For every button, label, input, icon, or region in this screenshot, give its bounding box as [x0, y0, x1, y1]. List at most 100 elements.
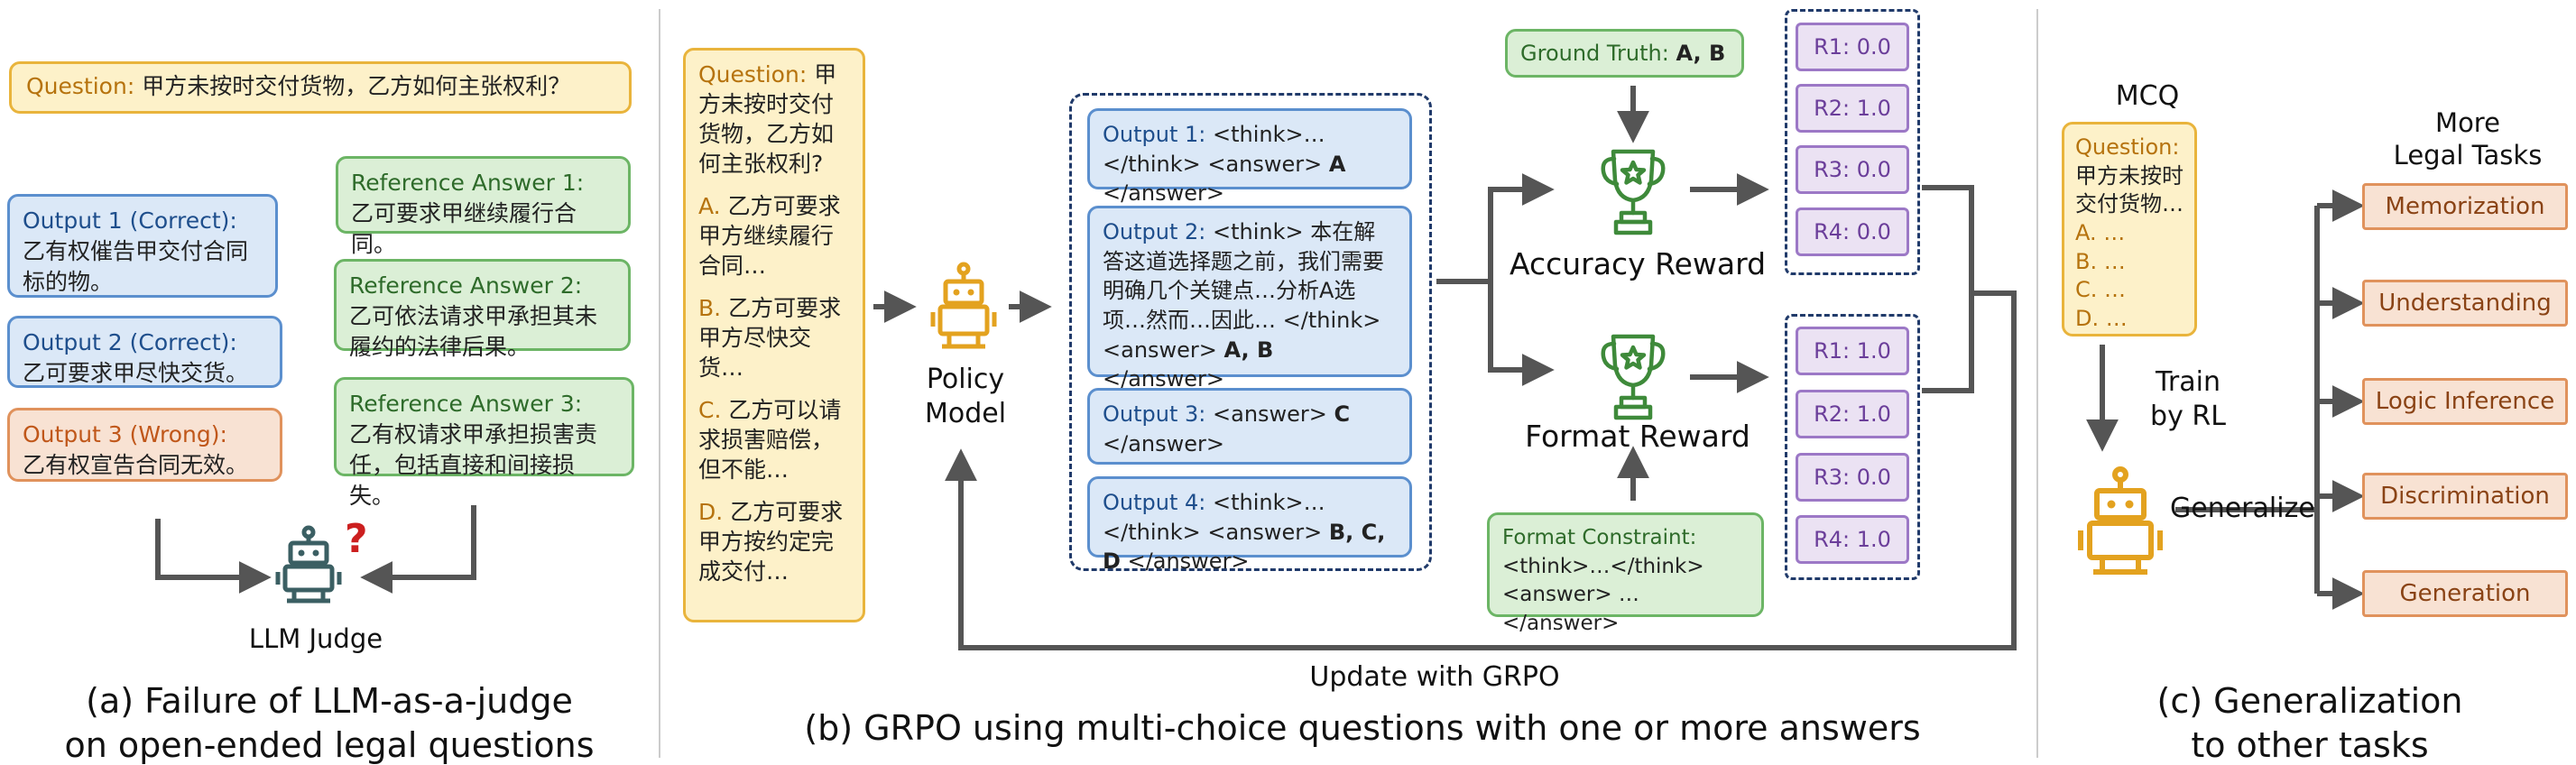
output-text: <think>…</think> <answer>: [1103, 122, 1329, 177]
reference-text: 乙可依法请求甲承担其未履约的法律后果。: [349, 303, 598, 360]
generalized-robot-icon: [2078, 466, 2163, 575]
question-text: 甲方未按时交付货物，乙方如何主张权利？: [142, 73, 571, 99]
accuracy-reward-3: R3: 0.0: [1796, 145, 1909, 194]
output-label: Output 4:: [1103, 490, 1206, 515]
accuracy-reward-label: Accuracy Reward: [1509, 246, 1767, 281]
format-constraint-label: Format Constraint:: [1502, 526, 1697, 549]
more-tasks-title: More Legal Tasks: [2364, 106, 2571, 172]
accuracy-reward-2: R2: 1.0: [1796, 84, 1909, 133]
question-text: 甲方未按时交付货物…: [2075, 162, 2184, 217]
mcq-title: MCQ: [2115, 80, 2180, 112]
question-box: Question: 甲方未按时交付货物，乙方如何主张权利？: [9, 61, 632, 114]
question-label: Question:: [2075, 134, 2180, 160]
reward-value: R4: 1.0: [1814, 526, 1891, 552]
output-answer: A: [1328, 151, 1346, 177]
reference-label: Reference Answer 2:: [349, 272, 583, 299]
policy-robot-icon: [930, 262, 997, 349]
format-constraint-text: <think>…</think> <answer> … </answer>: [1502, 554, 1704, 636]
caption-a-line2: on open-ended legal questions: [64, 725, 595, 765]
question-label: Question:: [26, 73, 135, 99]
format-reward-4: R4: 1.0: [1796, 515, 1909, 564]
output-text: <answer>: [1213, 401, 1334, 427]
output-label: Output 3:: [1103, 401, 1206, 427]
output-box-2: Output 2 (Correct): 乙可要求甲尽快交货。: [7, 316, 282, 388]
format-constraint-box: Format Constraint: <think>…</think> <ans…: [1487, 512, 1764, 635]
output-text-end: </answer>: [1103, 180, 1224, 207]
tasks-title-line1: More: [2435, 107, 2500, 138]
accuracy-reward-4: R4: 0.0: [1796, 207, 1909, 256]
reward-value: R2: 1.0: [1814, 95, 1891, 121]
robot-judge-icon: [275, 525, 342, 604]
output-text-end: </answer>: [1103, 430, 1224, 456]
update-grpo-label: Update with GRPO: [1309, 661, 1560, 693]
option: A. …: [2075, 220, 2126, 246]
output-label: Output 1:: [1103, 122, 1206, 147]
mcq-question-box: Question: 甲方未按时交付货物，乙方如何主张权利? A. 乙方可要求甲方…: [683, 48, 865, 622]
task-memorization: Memorization: [2362, 183, 2568, 230]
panel-divider: [659, 9, 660, 758]
reward-value: R4: 0.0: [1814, 218, 1891, 244]
output-label: Output 2 (Correct):: [23, 329, 237, 355]
output-label: Output 3 (Wrong):: [23, 421, 227, 447]
caption-c-line1: (c) Generalization: [2156, 681, 2463, 721]
output-text: <think>…</think> <answer>: [1103, 490, 1329, 545]
reference-box-2: Reference Answer 2: 乙可依法请求甲承担其未履约的法律后果。: [334, 259, 631, 360]
reference-label: Reference Answer 3:: [349, 391, 583, 417]
ground-truth-label: Ground Truth:: [1520, 41, 1669, 66]
output-label: Output 2:: [1103, 219, 1206, 244]
reward-value: R3: 0.0: [1814, 156, 1891, 182]
option: B. …: [2075, 248, 2126, 274]
option: C. …: [2075, 277, 2127, 303]
output-answer: C: [1334, 401, 1351, 427]
reward-value: R2: 1.0: [1814, 401, 1891, 427]
train-label: Train by RL: [2129, 365, 2247, 433]
caption-b: (b) GRPO using multi-choice questions wi…: [804, 708, 1921, 748]
output-label: Output 1 (Correct):: [23, 207, 237, 234]
option-letter: D.: [698, 499, 724, 525]
option-text: 乙方可要求甲方继续履行合同…: [698, 193, 841, 279]
task-generation: Generation: [2362, 570, 2568, 617]
output-text: 乙有权宣告合同无效。: [23, 452, 249, 478]
rollout-output-1: Output 1: <think>…</think> <answer> A </…: [1087, 108, 1412, 206]
train-label-line1: Train: [2156, 366, 2221, 398]
option-text: 乙方可要求甲方尽快交货…: [698, 295, 842, 381]
task-logic-inference: Logic Inference: [2362, 378, 2568, 425]
question-label: Question:: [698, 61, 808, 88]
reference-text: 乙可要求甲继续履行合同。: [351, 200, 577, 257]
format-reward-1: R1: 1.0: [1796, 327, 1909, 375]
format-rewards-group: [1785, 314, 1920, 580]
question-mark: ?: [345, 516, 368, 562]
output-text: 乙有权催告甲交付合同标的物。: [23, 238, 249, 295]
option-text: 乙方可要求甲方按约定完成交付…: [698, 499, 844, 585]
caption-c: (c) Generalization to other tasks: [2066, 679, 2553, 765]
caption-a: (a) Failure of LLM-as-a-judge on open-en…: [36, 679, 623, 765]
reference-text: 乙有权请求甲承担损害责任，包括直接和间接损失。: [349, 421, 598, 509]
task-understanding: Understanding: [2362, 280, 2568, 327]
format-trophy-icon: [1601, 334, 1666, 420]
panel-divider: [2036, 9, 2038, 758]
rollout-output-3: Output 3: <answer> C </answer>: [1087, 388, 1412, 465]
reference-box-3: Reference Answer 3: 乙有权请求甲承担损害责任，包括直接和间接…: [334, 377, 634, 509]
caption-c-line2: to other tasks: [2191, 725, 2429, 765]
format-reward-3: R3: 0.0: [1796, 453, 1909, 502]
accuracy-reward-1: R1: 0.0: [1796, 23, 1909, 71]
option-text: 乙方可以请求损害赔偿，但不能…: [698, 397, 842, 483]
llm-judge-label: LLM Judge: [248, 623, 383, 654]
output-answer: B, C, D: [1103, 519, 1386, 575]
train-label-line2: by RL: [2150, 400, 2226, 432]
policy-label-line1: Policy: [926, 364, 1005, 395]
caption-a-line1: (a) Failure of LLM-as-a-judge: [86, 681, 573, 721]
option-letter: A.: [698, 193, 721, 219]
output-text-end: </answer>: [1120, 548, 1250, 575]
accuracy-trophy-icon: [1601, 149, 1666, 235]
policy-label-line2: Model: [924, 397, 1007, 429]
output-text-end: </answer>: [1103, 366, 1224, 392]
question-text: 甲方未按时交付货物，乙方如何主张权利?: [698, 61, 837, 177]
output-text: <think> 本在解答这道选择题之前，我们需要明确几个关键点…分析A选项…然而…: [1103, 219, 1384, 363]
output-box-1: Output 1 (Correct): 乙有权催告甲交付合同标的物。: [7, 194, 278, 298]
option: D. …: [2075, 306, 2128, 332]
ground-truth-value: A, B: [1676, 41, 1726, 66]
output-box-3: Output 3 (Wrong): 乙有权宣告合同无效。: [7, 408, 282, 482]
output-answer: A, B: [1223, 336, 1274, 363]
